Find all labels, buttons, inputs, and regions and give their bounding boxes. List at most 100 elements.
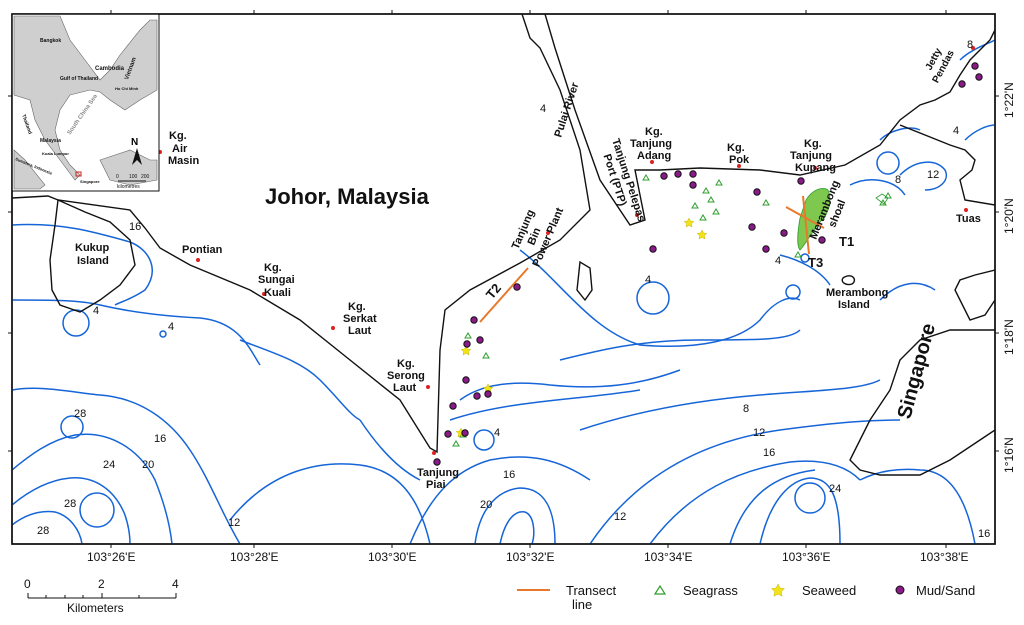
label-tanjung-piai: Tanjung Piai (417, 467, 459, 491)
label-tuas: Tuas (956, 213, 981, 225)
seaweed-symbols (455, 217, 708, 438)
svg-text:Adang: Adang (637, 150, 671, 162)
svg-text:Merambong: Merambong (826, 287, 888, 299)
depth-label: 12 (614, 511, 626, 523)
svg-text:Ho Chi Minh: Ho Chi Minh (115, 86, 139, 91)
svg-text:Pok: Pok (729, 154, 750, 166)
depth-label: 8 (967, 39, 973, 51)
label-kg-tanjung-kupang: Kg. Tanjung Kupang (790, 138, 836, 174)
svg-text:Singapore: Singapore (80, 179, 100, 184)
label-kg-serong-laut: Kg. Serong Laut (387, 358, 425, 394)
svg-text:Mud/Sand: Mud/Sand (916, 583, 975, 598)
depth-label: 4 (953, 125, 959, 137)
depth-label: 28 (74, 408, 86, 420)
longitude-labels: 103°26'E 103°28'E 103°30'E 103°32'E 103°… (87, 550, 968, 564)
svg-text:Masin: Masin (168, 155, 199, 167)
svg-text:Kg.: Kg. (397, 358, 415, 370)
scale-value: 2 (98, 577, 105, 591)
depth-label: 16 (129, 221, 141, 233)
depth-label: 4 (93, 305, 99, 317)
depth-label: 16 (503, 469, 515, 481)
transect-lines (479, 195, 825, 323)
label-merambong-island: Merambong Island (826, 287, 888, 311)
svg-text:Kuali: Kuali (264, 287, 291, 299)
scale-unit: Kilometers (67, 601, 124, 615)
depth-label: 28 (37, 525, 49, 537)
svg-text:Tanjung: Tanjung (630, 138, 672, 150)
svg-text:Island: Island (77, 255, 109, 267)
svg-text:0: 0 (116, 174, 119, 180)
svg-text:Island: Island (838, 299, 870, 311)
scale-value: 4 (172, 577, 179, 591)
svg-text:Sungai: Sungai (258, 274, 295, 286)
svg-text:Pontian: Pontian (182, 244, 223, 256)
svg-text:Kuala Lumpur: Kuala Lumpur (42, 151, 69, 156)
lon-tick: 103°38'E (920, 550, 968, 564)
depth-label: 4 (775, 255, 781, 267)
svg-text:Cambodia: Cambodia (95, 66, 125, 72)
scale-value: 0 (24, 577, 31, 591)
depth-label: 28 (64, 498, 76, 510)
svg-text:Kukup: Kukup (75, 242, 110, 254)
svg-text:Tuas: Tuas (956, 213, 981, 225)
svg-text:Kupang: Kupang (795, 162, 836, 174)
depth-label: 12 (753, 427, 765, 439)
legend-item-transect: Transect line (517, 583, 616, 612)
frame-ticks (8, 10, 999, 548)
svg-text:200: 200 (141, 174, 150, 180)
svg-text:N: N (131, 137, 138, 148)
latitude-labels: 1°22'N 1°20'N 1°18'N 1°16'N (1002, 82, 1016, 473)
transect-t3-line (802, 195, 810, 255)
scale-bar: 0 2 4 Kilometers (24, 577, 179, 615)
svg-text:Kg.: Kg. (727, 142, 745, 154)
depth-label: 12 (927, 169, 939, 181)
svg-text:Serong: Serong (387, 370, 425, 382)
lon-tick: 103°36'E (782, 550, 830, 564)
svg-text:Tanjung: Tanjung (417, 467, 459, 479)
depth-label: 4 (540, 103, 546, 115)
legend: Transect line Seagrass Seaweed Mud/Sand (517, 583, 975, 612)
label-kg-sungai-kuali: Kg. Sungai Kuali (258, 262, 295, 299)
lat-tick: 1°20'N (1002, 198, 1016, 234)
lon-tick: 103°32'E (506, 550, 554, 564)
svg-text:Laut: Laut (393, 382, 417, 394)
region-label-johor: Johor, Malaysia (265, 184, 430, 209)
depth-label: 12 (228, 517, 240, 529)
coastline (12, 14, 995, 476)
svg-text:Air: Air (172, 143, 188, 155)
lon-tick: 103°26'E (87, 550, 135, 564)
depth-contours (12, 39, 995, 544)
mud-sand-sites (433, 62, 983, 466)
svg-text:100: 100 (129, 174, 138, 180)
depth-label: 4 (168, 321, 174, 333)
depth-label: 20 (480, 499, 492, 511)
label-kg-pok: Kg. Pok (727, 142, 750, 166)
svg-text:line: line (572, 597, 592, 612)
svg-text:Laut: Laut (348, 325, 372, 337)
label-pontian: Pontian (182, 244, 223, 256)
depth-label: 4 (494, 427, 500, 439)
depth-label: 20 (142, 459, 154, 471)
lat-tick: 1°22'N (1002, 82, 1016, 118)
svg-text:Transect: Transect (566, 583, 616, 598)
transect-label-t3: T3 (808, 255, 823, 270)
inset-map: Bangkok Gulf of Thailand Cambodia Vietna… (12, 14, 160, 192)
lat-tick: 1°16'N (1002, 437, 1016, 473)
lon-tick: 103°30'E (368, 550, 416, 564)
lat-tick: 1°18'N (1002, 319, 1016, 355)
map-frame (11, 13, 996, 545)
depth-label: 16 (763, 447, 775, 459)
legend-item-mud-sand: Mud/Sand (895, 583, 975, 598)
svg-text:Kg.: Kg. (169, 130, 187, 142)
svg-text:Kg.: Kg. (264, 262, 282, 274)
seagrass-symbols (452, 174, 892, 447)
svg-text:Piai: Piai (426, 479, 446, 491)
label-kg-serkat-laut: Kg. Serkat Laut (343, 301, 377, 337)
depth-label: 8 (895, 174, 901, 186)
depth-label: 16 (154, 433, 166, 445)
svg-text:Malaysia: Malaysia (40, 138, 61, 144)
svg-text:Kg.: Kg. (804, 138, 822, 150)
svg-text:kilometres: kilometres (117, 184, 140, 190)
depth-label: 8 (743, 403, 749, 415)
